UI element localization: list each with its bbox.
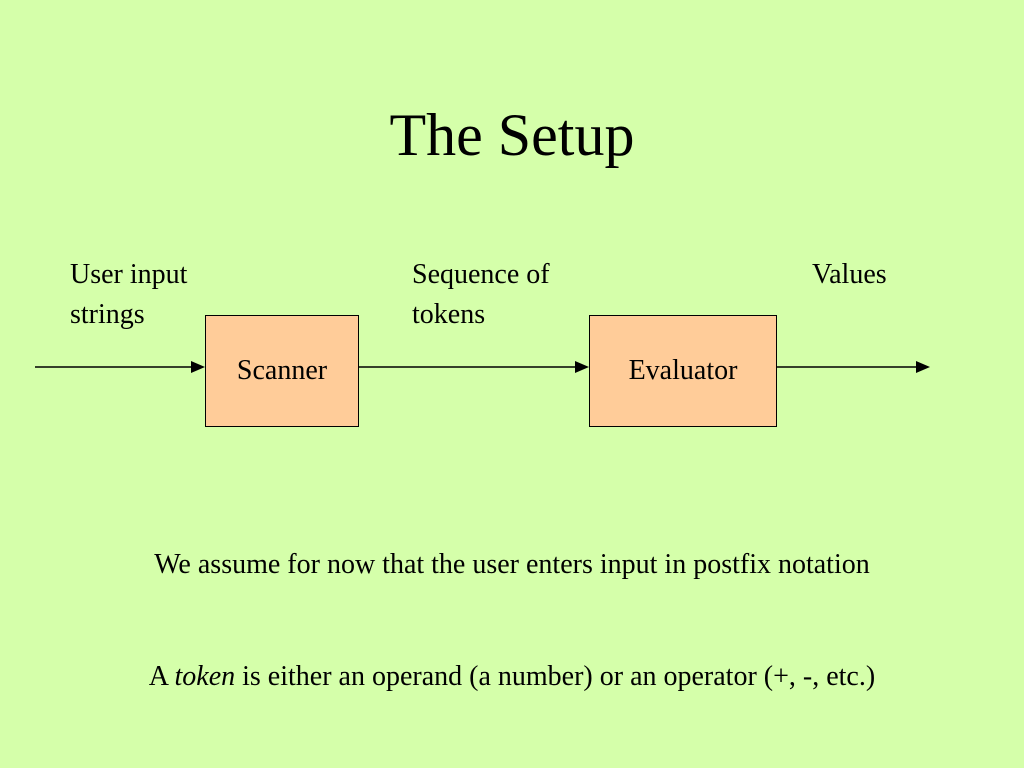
slide-title: The Setup [389,102,635,168]
postfix-note: We assume for now that the user enters i… [154,549,870,580]
input-label: User input strings [70,255,187,335]
tokens-label-line2: tokens [412,299,486,330]
token-definition: A token is either an operand (a number) … [0,659,1024,695]
token-definition-suffix: is either an operand (a number) or an op… [242,661,876,692]
evaluator-box: Evaluator [589,315,777,427]
output-arrow-head [916,361,930,373]
token-definition-term: token [174,661,236,692]
scanner-box: Scanner [205,315,359,427]
input-label-line1: User input [70,259,188,290]
scanner-label: Scanner [236,355,328,386]
input-label-line2: strings [70,299,145,330]
tokens-label-line1: Sequence of [412,259,550,290]
tokens-label: Sequence of tokens [412,255,550,335]
input-arrow-head [191,361,205,373]
output-label: Values [812,259,887,290]
evaluator-label: Evaluator [628,355,738,386]
token-definition-prefix: A [148,661,168,692]
tokens-arrow-head [575,361,589,373]
